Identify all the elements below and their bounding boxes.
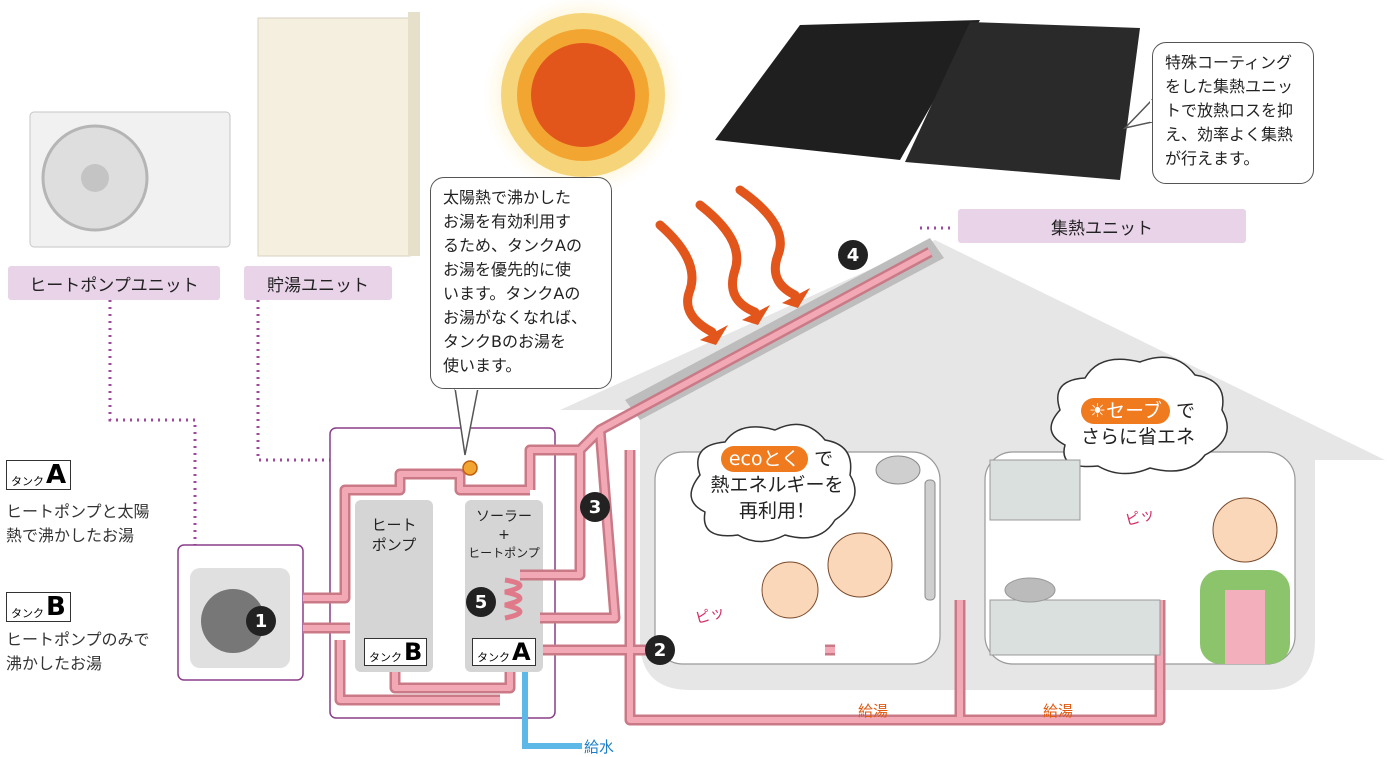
storage-unit-cabinet bbox=[257, 17, 411, 257]
legend-tank-b-letter: B bbox=[46, 592, 66, 622]
junction-dot bbox=[462, 460, 478, 476]
bubble-line: 特殊コーティング bbox=[1165, 53, 1293, 72]
tank-label-line: ポンプ bbox=[371, 536, 417, 554]
bubble-line: タンクBのお湯を bbox=[443, 332, 566, 351]
save-de: で bbox=[1175, 400, 1195, 422]
bubble-line: 使います。 bbox=[443, 356, 522, 375]
bubble-line: 太陽熱で沸かした bbox=[443, 188, 572, 207]
coating-bubble: 特殊コーティング をした集熱ユニッ トで放熱ロスを抑 え、効率よく集熱 が行えま… bbox=[1152, 42, 1314, 184]
shower bbox=[875, 455, 936, 601]
bubble-line: お湯を優先的に使 bbox=[443, 260, 572, 279]
legend-tank-a-letter: A bbox=[46, 460, 67, 490]
legend-desc-line: 熱で沸かしたお湯 bbox=[6, 526, 135, 545]
hot-water-pipes bbox=[303, 247, 1166, 726]
collector-unit-label: 集熱ユニット bbox=[958, 209, 1246, 243]
tank-tag-prefix: タンク bbox=[477, 651, 510, 664]
eco-cloud-text: ecoとく で 熱エネルギーを 再利用！ bbox=[702, 446, 852, 524]
tank-label-line: + bbox=[498, 527, 510, 543]
marker-2: 2 bbox=[645, 635, 675, 665]
bubble-line: え、効率よく集熱 bbox=[1165, 125, 1294, 144]
legend-desc-line: ヒートポンプのみで bbox=[6, 630, 150, 649]
tank-a-coil bbox=[504, 577, 523, 621]
legend-desc-line: ヒートポンプと太陽 bbox=[6, 502, 150, 521]
eco-line2: 熱エネルギーを bbox=[710, 474, 844, 496]
save-line2: さらに省エネ bbox=[1080, 426, 1195, 448]
marker-5: 5 bbox=[466, 587, 496, 617]
eco-de: で bbox=[814, 448, 834, 470]
tank-tag-prefix: タンク bbox=[369, 651, 402, 664]
bubble-line: をした集熱ユニッ bbox=[1165, 77, 1294, 96]
legend-tag-prefix: タンク bbox=[11, 475, 44, 488]
kitchen-cabinets bbox=[989, 459, 1161, 656]
solar-panel-right bbox=[905, 22, 1140, 180]
bubble-line: お湯がなくなれば、 bbox=[443, 308, 588, 327]
heat-arrows bbox=[655, 185, 800, 337]
tank-label-line: ソーラー bbox=[476, 509, 532, 525]
tank-priority-bubble: 太陽熱で沸かした お湯を有効利用す るため、タンクAの お湯を優先的に使 います… bbox=[430, 177, 612, 389]
bubble-line: トで放熱ロスを抑 bbox=[1165, 101, 1294, 120]
water-supply-label: 給水 bbox=[584, 738, 615, 756]
eco-line3: 再利用！ bbox=[738, 500, 815, 522]
solar-tank-label: ソーラー + ヒートポンプ bbox=[458, 508, 550, 562]
bubble-line: います。タンクAの bbox=[443, 284, 581, 303]
hot-supply-label-2: 給湯 bbox=[1043, 702, 1074, 720]
heat-arrowheads bbox=[700, 288, 810, 345]
marker-3: 3 bbox=[580, 492, 610, 522]
tank-a-body bbox=[465, 500, 543, 672]
bubble-line: お湯を有効利用す bbox=[443, 212, 572, 231]
bubble-line: るため、タンクAの bbox=[443, 236, 582, 255]
heat-pump-tank-label: ヒート ポンプ bbox=[360, 515, 428, 555]
legend-tank-a-desc: ヒートポンプと太陽 熱で沸かしたお湯 bbox=[6, 500, 150, 548]
hot-supply-label-1: 給湯 bbox=[858, 702, 889, 720]
tank-label-line: ヒート bbox=[371, 516, 417, 534]
tank-b-letter: B bbox=[404, 638, 423, 666]
eco-pill: ecoとく bbox=[720, 446, 809, 472]
tank-b-body bbox=[355, 500, 433, 672]
bubble-line: が行えます。 bbox=[1165, 149, 1260, 168]
save-cloud-text: ☀セーブ で さらに省エネ bbox=[1058, 398, 1218, 450]
tank-a-letter: A bbox=[512, 638, 531, 666]
legend-tank-b-desc: ヒートポンプのみで 沸かしたお湯 bbox=[6, 628, 150, 676]
sun-core bbox=[531, 43, 635, 147]
legend-tag-prefix: タンク bbox=[11, 607, 44, 620]
heat-pump-unit-label: ヒートポンプユニット bbox=[8, 266, 220, 300]
marker-4: 4 bbox=[838, 240, 868, 270]
storage-unit-label: 貯湯ユニット bbox=[244, 266, 392, 300]
save-pill: ☀セーブ bbox=[1081, 398, 1170, 424]
people-figures bbox=[761, 497, 1290, 664]
tank-label-line: ヒートポンプ bbox=[468, 546, 540, 560]
solar-panel-left bbox=[715, 20, 980, 160]
legend-desc-line: 沸かしたお湯 bbox=[6, 654, 103, 673]
water-supply-pipe bbox=[522, 672, 582, 749]
dotted-connectors bbox=[108, 226, 955, 545]
marker-1: 1 bbox=[246, 606, 276, 636]
